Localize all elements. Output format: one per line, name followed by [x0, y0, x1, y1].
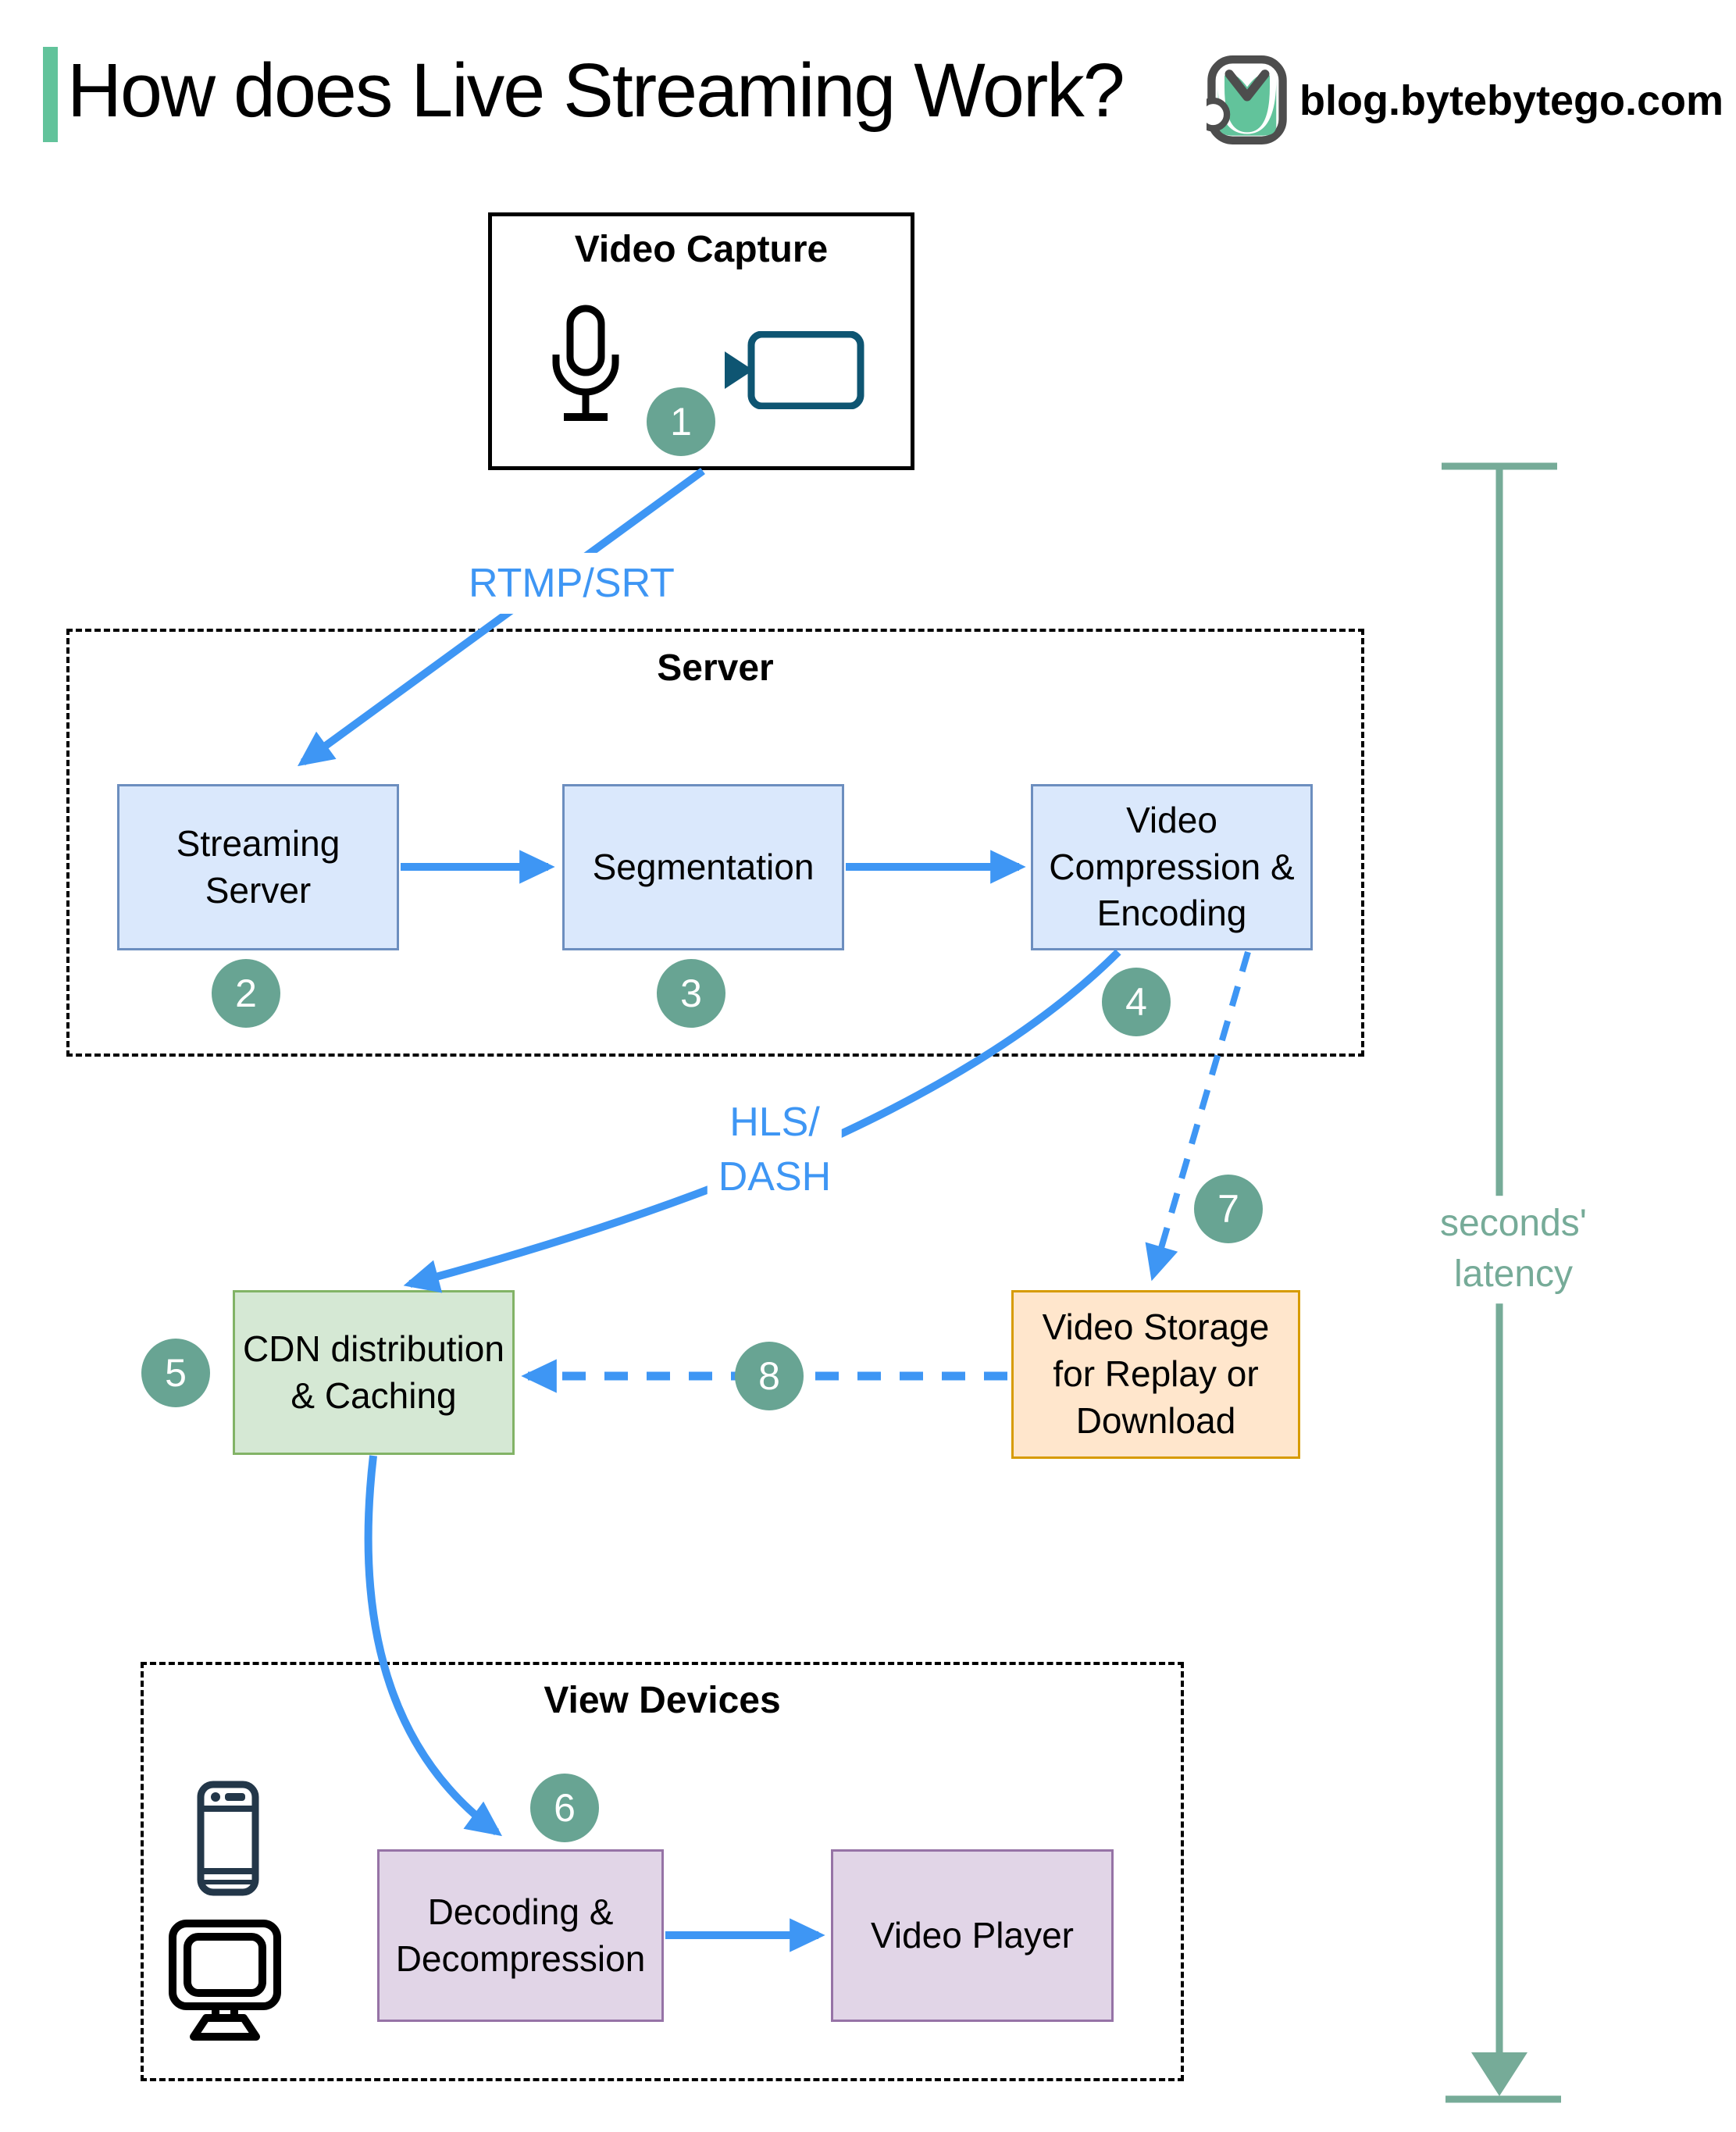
site-url: blog.bytebytego.com	[1299, 77, 1724, 124]
bytebytego-logo-icon	[1207, 55, 1287, 144]
connector-capture-to-streaming	[297, 467, 705, 767]
step-badge-8: 8	[735, 1342, 804, 1410]
step-badge-4: 4	[1102, 968, 1171, 1036]
smartphone-icon	[197, 1781, 259, 1896]
video-capture-group-label: Video Capture	[574, 229, 829, 270]
video-player-node: Video Player	[831, 1849, 1114, 2022]
edge-label-hls-dash: HLS/ DASH	[707, 1091, 843, 1208]
title-accent-bar	[43, 47, 58, 142]
segmentation-node: Segmentation	[562, 784, 844, 950]
cdn-node: CDN distribution & Caching	[233, 1290, 515, 1455]
latency-arrowhead	[1471, 2052, 1527, 2096]
step-badge-5: 5	[141, 1339, 210, 1407]
step-badge-6: 6	[530, 1774, 599, 1842]
compression-encoding-node: Video Compression & Encoding	[1031, 784, 1313, 950]
server-group	[66, 629, 1364, 1057]
server-group-label: Server	[657, 647, 774, 689]
video-storage-node: Video Storage for Replay or Download	[1011, 1290, 1300, 1459]
video-camera-icon	[725, 331, 864, 409]
step-badge-3: 3	[657, 959, 725, 1028]
step-badge-2: 2	[212, 959, 280, 1028]
step-badge-1: 1	[647, 387, 715, 456]
view-devices-group-label: View Devices	[544, 1680, 781, 1721]
edge-label-rtmp-srt: RTMP/SRT	[458, 552, 686, 615]
connector-compression-to-cdn	[403, 949, 1121, 1293]
view-devices-group	[141, 1662, 1184, 2081]
video-capture-group	[488, 212, 914, 470]
latency-label: seconds' latency	[1402, 1196, 1625, 1303]
decoding-node: Decoding & Decompression	[377, 1849, 664, 2022]
streaming-server-node: Streaming Server	[117, 784, 399, 950]
page-title: How does Live Streaming Work?	[67, 48, 1125, 133]
connector-cdn-to-decoding	[364, 1455, 502, 1837]
monitor-icon	[169, 1920, 281, 2041]
connector-compression-to-storage	[1145, 950, 1251, 1282]
microphone-icon	[552, 305, 619, 421]
step-badge-7: 7	[1194, 1175, 1263, 1243]
